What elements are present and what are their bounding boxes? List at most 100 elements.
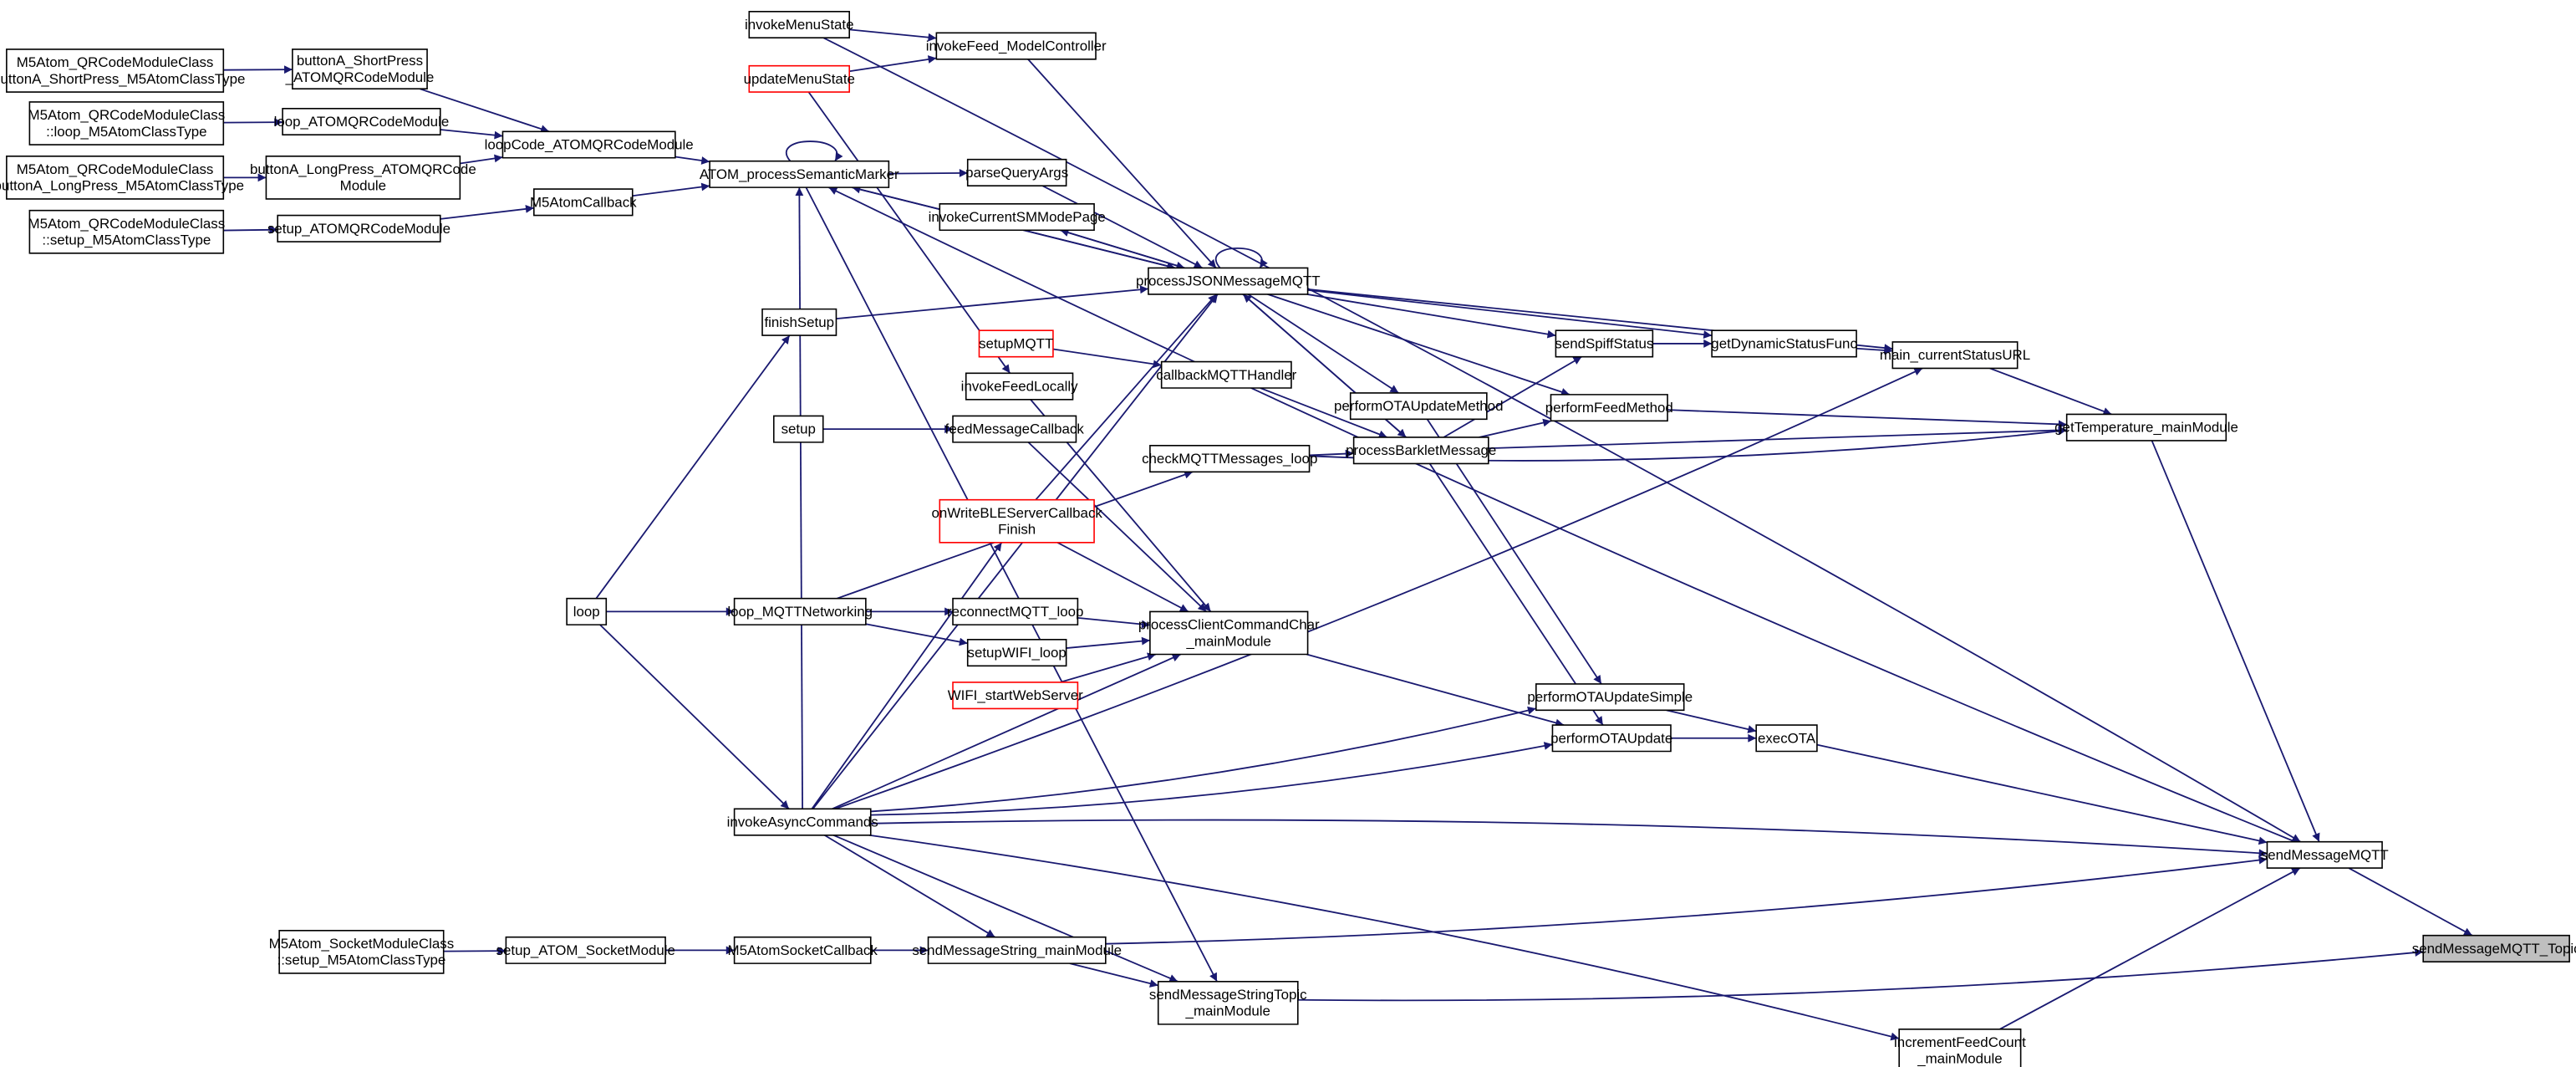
call-edge (2152, 441, 2319, 842)
function-node[interactable]: main_currentStatusURL (1880, 342, 2030, 368)
call-edge (1479, 418, 1551, 437)
call-edge (420, 89, 549, 131)
node-label: getDynamicStatusFunc (1711, 335, 1857, 351)
function-node[interactable]: parseQueryArgs (965, 160, 1068, 186)
node-box (953, 599, 1077, 625)
call-edge (1310, 449, 1354, 458)
function-node[interactable]: getTemperature_mainModule (2054, 414, 2238, 440)
function-node[interactable]: processJSONMessageMQTT (1136, 268, 1321, 294)
call-edge (806, 187, 1217, 982)
call-edge (1106, 855, 2268, 943)
call-edge (440, 205, 534, 219)
function-node[interactable]: feedMessageCallback (945, 416, 1085, 442)
function-node[interactable]: processClientCommandChar_mainModule (1138, 611, 1320, 654)
node-box (277, 216, 440, 242)
node-label: callbackMQTTHandler (1156, 367, 1296, 383)
function-node[interactable]: buttonA_ShortPress_ATOMQRCodeModule (285, 49, 435, 89)
function-node[interactable]: loopCode_ATOMQRCodeModule (485, 131, 694, 157)
node-box (939, 204, 1094, 230)
function-node[interactable]: performOTAUpdateMethod (1334, 393, 1503, 419)
call-edge (1667, 710, 1756, 733)
function-node[interactable]: invokeFeed_ModelController (926, 33, 1107, 59)
function-node[interactable]: setupMQTT (979, 330, 1053, 356)
function-node[interactable]: loop_MQTTNetworking (727, 599, 873, 625)
function-node[interactable]: setupWIFI_loop (968, 640, 1067, 666)
node-label: buttonA_ShortPress (297, 53, 423, 69)
function-node[interactable]: updateMenuState (744, 66, 855, 92)
function-node[interactable]: sendMessageMQTT (2261, 842, 2389, 868)
call-edge (1667, 410, 2067, 429)
function-node[interactable]: M5Atom_QRCodeModuleClass::buttonA_ShortP… (0, 49, 245, 92)
function-node[interactable]: performOTAUpdate (1550, 725, 1672, 751)
function-node[interactable]: loop_ATOMQRCodeModule (274, 109, 450, 135)
node-box (502, 131, 675, 157)
call-edge (1053, 349, 1162, 369)
function-node[interactable]: invokeFeedLocally (961, 373, 1078, 399)
node-box (968, 160, 1067, 186)
edges-layer (223, 29, 2472, 1041)
node-box (7, 156, 223, 199)
call-edge (1443, 357, 1581, 437)
function-node[interactable]: setup_ATOM_SocketModule (496, 937, 675, 963)
node-label: ATOM_processSemanticMarker (700, 166, 899, 182)
function-node[interactable]: invokeAsyncCommands (727, 809, 878, 835)
function-node[interactable]: buttonA_LongPress_ATOMQRCodeModule (250, 156, 476, 199)
call-edge (223, 65, 293, 74)
node-label: ::buttonA_LongPress_M5AtomClassType (0, 178, 244, 194)
function-node[interactable]: processBarkletMessage (1346, 437, 1496, 463)
function-node[interactable]: setup (774, 416, 823, 442)
function-node[interactable]: performFeedMethod (1545, 395, 1673, 421)
call-edge (1067, 636, 1150, 648)
node-box (293, 49, 427, 89)
call-edge (223, 225, 277, 234)
nodes-layer: M5Atom_QRCodeModuleClass::buttonA_ShortP… (0, 12, 2576, 1067)
function-node[interactable]: ATOM_processSemanticMarker (700, 161, 899, 187)
node-box (1756, 725, 1817, 751)
node-box (1555, 330, 1652, 356)
function-node[interactable]: callbackMQTTHandler (1156, 362, 1297, 388)
call-edge (1298, 948, 2423, 1000)
call-edge (1306, 655, 1564, 728)
function-node[interactable]: sendSpiffStatus (1555, 330, 1653, 356)
node-box (939, 500, 1094, 543)
node-box (1158, 982, 1298, 1024)
function-node[interactable]: finishSetup (762, 309, 836, 335)
node-label: WIFI_startWebServer (948, 687, 1083, 703)
node-label: M5Atom_SocketModuleClass (269, 936, 455, 952)
node-box (279, 931, 444, 973)
function-node[interactable]: WIFI_startWebServer (948, 682, 1083, 708)
node-label: M5Atom_QRCodeModuleClass (17, 54, 214, 70)
function-node[interactable]: M5Atom_SocketModuleClass::setup_M5AtomCl… (269, 931, 455, 973)
function-node[interactable]: invokeCurrentSMModePage (929, 204, 1106, 230)
call-edge (1268, 294, 1570, 395)
node-box (1552, 725, 1671, 751)
function-node[interactable]: sendMessageStringTopic_mainModule (1149, 982, 1307, 1024)
focus-function-node[interactable]: sendMessageMQTT_Topic (2412, 936, 2576, 962)
node-box (762, 309, 836, 335)
function-node[interactable]: M5AtomCallback (530, 189, 637, 215)
node-box (953, 682, 1077, 708)
function-node[interactable]: checkMQTTMessages_loop (1142, 446, 1317, 472)
function-node[interactable]: M5Atom_QRCodeModuleClass::loop_M5AtomCla… (28, 102, 226, 145)
function-node[interactable]: loop (567, 599, 606, 625)
function-node[interactable]: execOTA (1756, 725, 1817, 751)
call-edge (871, 706, 1536, 811)
node-label: ::setup_M5AtomClassType (42, 232, 211, 248)
function-node[interactable]: invokeMenuState (745, 12, 853, 38)
node-box (1712, 330, 1856, 356)
call-edge (829, 187, 2295, 842)
function-node[interactable]: getDynamicStatusFunc (1711, 330, 1857, 356)
function-node[interactable]: incrementFeedCount_mainModule (1894, 1029, 2026, 1067)
function-node[interactable]: M5AtomSocketCallback (728, 937, 878, 963)
function-node[interactable]: M5Atom_QRCodeModuleClass::setup_M5AtomCl… (28, 211, 226, 253)
function-node[interactable]: performOTAUpdateSimple (1527, 684, 1693, 710)
call-edge (440, 130, 503, 140)
function-node[interactable]: setup_ATOMQRCodeModule (267, 216, 451, 242)
function-node[interactable]: reconnectMQTT_loop (947, 599, 1083, 625)
node-label: onWriteBLEServerCallback (932, 505, 1103, 521)
function-node[interactable]: sendMessageString_mainModule (912, 937, 1122, 963)
node-box (735, 809, 871, 835)
function-node[interactable]: M5Atom_QRCodeModuleClass::buttonA_LongPr… (0, 156, 244, 199)
node-label: sendSpiffStatus (1555, 335, 1653, 351)
